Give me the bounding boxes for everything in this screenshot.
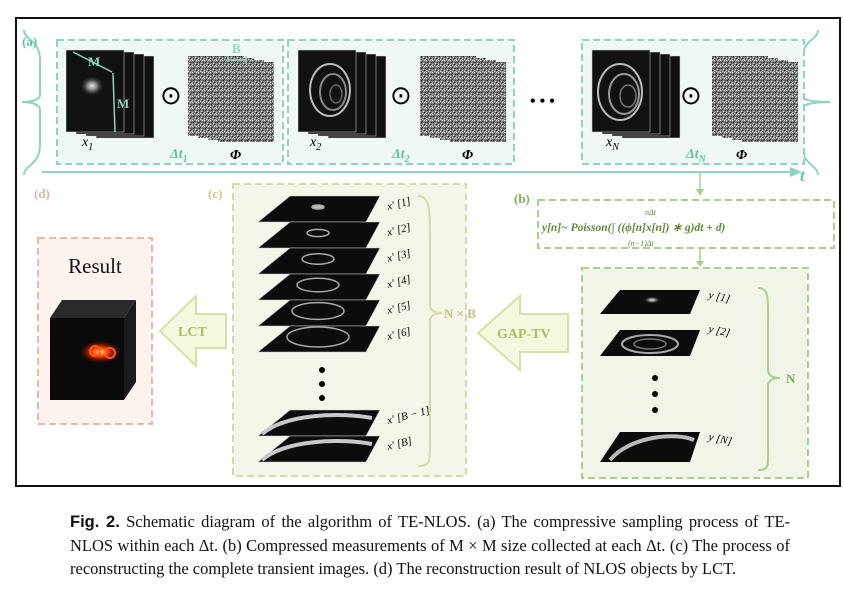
formula-box: [537, 199, 835, 249]
phi-label-n: Φ: [736, 148, 747, 163]
x-label-1: x1: [81, 135, 93, 153]
reconstruction-label-5: x' [5]: [385, 299, 412, 317]
panel-a-label: (a): [22, 34, 37, 49]
caption-label: Fig. 2.: [70, 513, 120, 531]
formula-text: y[n]~ Poisson(∫ ((ϕ[n]x[n]) ∗ g)dt + d): [540, 222, 725, 234]
x-label-2: x2: [309, 135, 321, 153]
measurement-count-label: N: [786, 371, 796, 386]
transient-stack-n: [591, 49, 681, 139]
measurement-slice-1: [600, 290, 700, 314]
reconstruction-label-1: x' [1]: [385, 195, 412, 213]
m-side-label: M: [117, 96, 129, 111]
panel-a-left-brace: [21, 29, 41, 176]
reconstruction-slice-6: x' [6]: [257, 325, 412, 353]
reconstruction-dot-2: [319, 381, 325, 387]
transient-stack-2: [297, 49, 387, 139]
gap-tv-arrow: GAP-TV: [476, 293, 569, 373]
integral-upper: nΔt: [645, 208, 657, 217]
reconstruction-dot-3: [319, 395, 325, 401]
m-top-label: M: [88, 54, 100, 69]
reconstruction-label-6: x' [6]: [385, 325, 412, 343]
measurement-label-1: y [1]: [706, 289, 731, 305]
result-title: Result: [68, 254, 122, 278]
panel-b: (b) y[n]~ Poisson(∫ ((ϕ[n]x[n]) ∗ g)dt +…: [514, 191, 835, 479]
odot-symbol-n: ⊙: [680, 81, 702, 110]
panel-a-right-brace: [801, 29, 831, 176]
lct-arrow: LCT: [158, 293, 227, 369]
reconstruction-slice-5: x' [5]: [257, 299, 412, 327]
mask-stack-1: [188, 56, 274, 142]
dt-label-1: Δt1: [169, 147, 188, 165]
reconstruction-brace: [417, 195, 443, 467]
measurement-label-n: y [N]: [706, 431, 732, 448]
reconstruction-slice-3: x' [3]: [257, 247, 412, 275]
reconstruction-slice-2: x' [2]: [257, 221, 412, 249]
ellipsis-dots: • • •: [530, 93, 555, 110]
reconstruction-label-3: x' [3]: [385, 247, 412, 265]
measurement-slice-2: [600, 330, 700, 356]
caption-text: Schematic diagram of the algorithm of TE…: [70, 512, 791, 578]
reconstruction-slice-4: x' [4]: [257, 273, 412, 301]
reconstruction-slices: x' [1] x' [2] x' [3] x' [4] x' [5] x' [6] x' […: [257, 195, 431, 463]
transient-stack-1: [65, 49, 155, 139]
panel-b-label: (b): [514, 191, 530, 206]
connector-a-b-head: [696, 189, 704, 196]
panel-c: (c) x' [1] x' [2] x' [3] x' [4] x' [5] x' [6]…: [208, 183, 476, 477]
figure-canvas: (a) M M ⊙ B x1 Δt1 Φ: [15, 17, 841, 487]
integral-lower: (n−1)Δt: [628, 239, 654, 248]
b-bracket: [227, 56, 247, 64]
phi-label-2: Φ: [462, 148, 473, 163]
phi-label-1: Φ: [230, 148, 241, 163]
dt-label-2: Δt2: [391, 147, 410, 165]
measurement-brace: [757, 287, 781, 471]
reconstruction-label-4: x' [4]: [385, 273, 412, 291]
reconstruction-label-2: x' [2]: [385, 221, 412, 239]
gap-tv-label: GAP-TV: [497, 327, 551, 342]
reconstruction-dot-1: [319, 367, 325, 373]
time-axis-label: t: [800, 166, 806, 185]
odot-symbol-1: ⊙: [160, 81, 182, 110]
reconstruction-count-label: N × B: [444, 306, 476, 321]
measurement-dot-2: [652, 391, 658, 397]
dt-label-n: ΔtN: [685, 147, 707, 165]
m-top-arrow: [72, 51, 113, 73]
m-side-arrow: [112, 72, 116, 133]
reconstruction-slice-7: x' [B − 1]: [257, 405, 431, 437]
panel-d-label: (d): [34, 186, 50, 201]
x-label-n: xN: [605, 135, 620, 153]
panel-a: (a) M M ⊙ B x1 Δt1 Φ: [21, 29, 831, 185]
lct-label: LCT: [178, 325, 207, 340]
panel-c-label: (c): [208, 186, 222, 201]
mask-stack-n: [712, 56, 798, 142]
measurement-label-2: y [2]: [706, 323, 731, 339]
odot-symbol-2: ⊙: [390, 81, 412, 110]
mask-stack-2: [420, 56, 506, 142]
b-label: B: [232, 41, 241, 56]
figure-caption: Fig. 2. Schematic diagram of the algorit…: [70, 510, 790, 580]
panel-d: (d) Result: [34, 186, 153, 425]
measurement-slice-n: [600, 432, 700, 462]
result-volume: [50, 300, 136, 400]
measurement-dot-3: [652, 407, 658, 413]
measurement-dot-1: [652, 375, 658, 381]
time-axis-arrowhead: [790, 167, 802, 177]
